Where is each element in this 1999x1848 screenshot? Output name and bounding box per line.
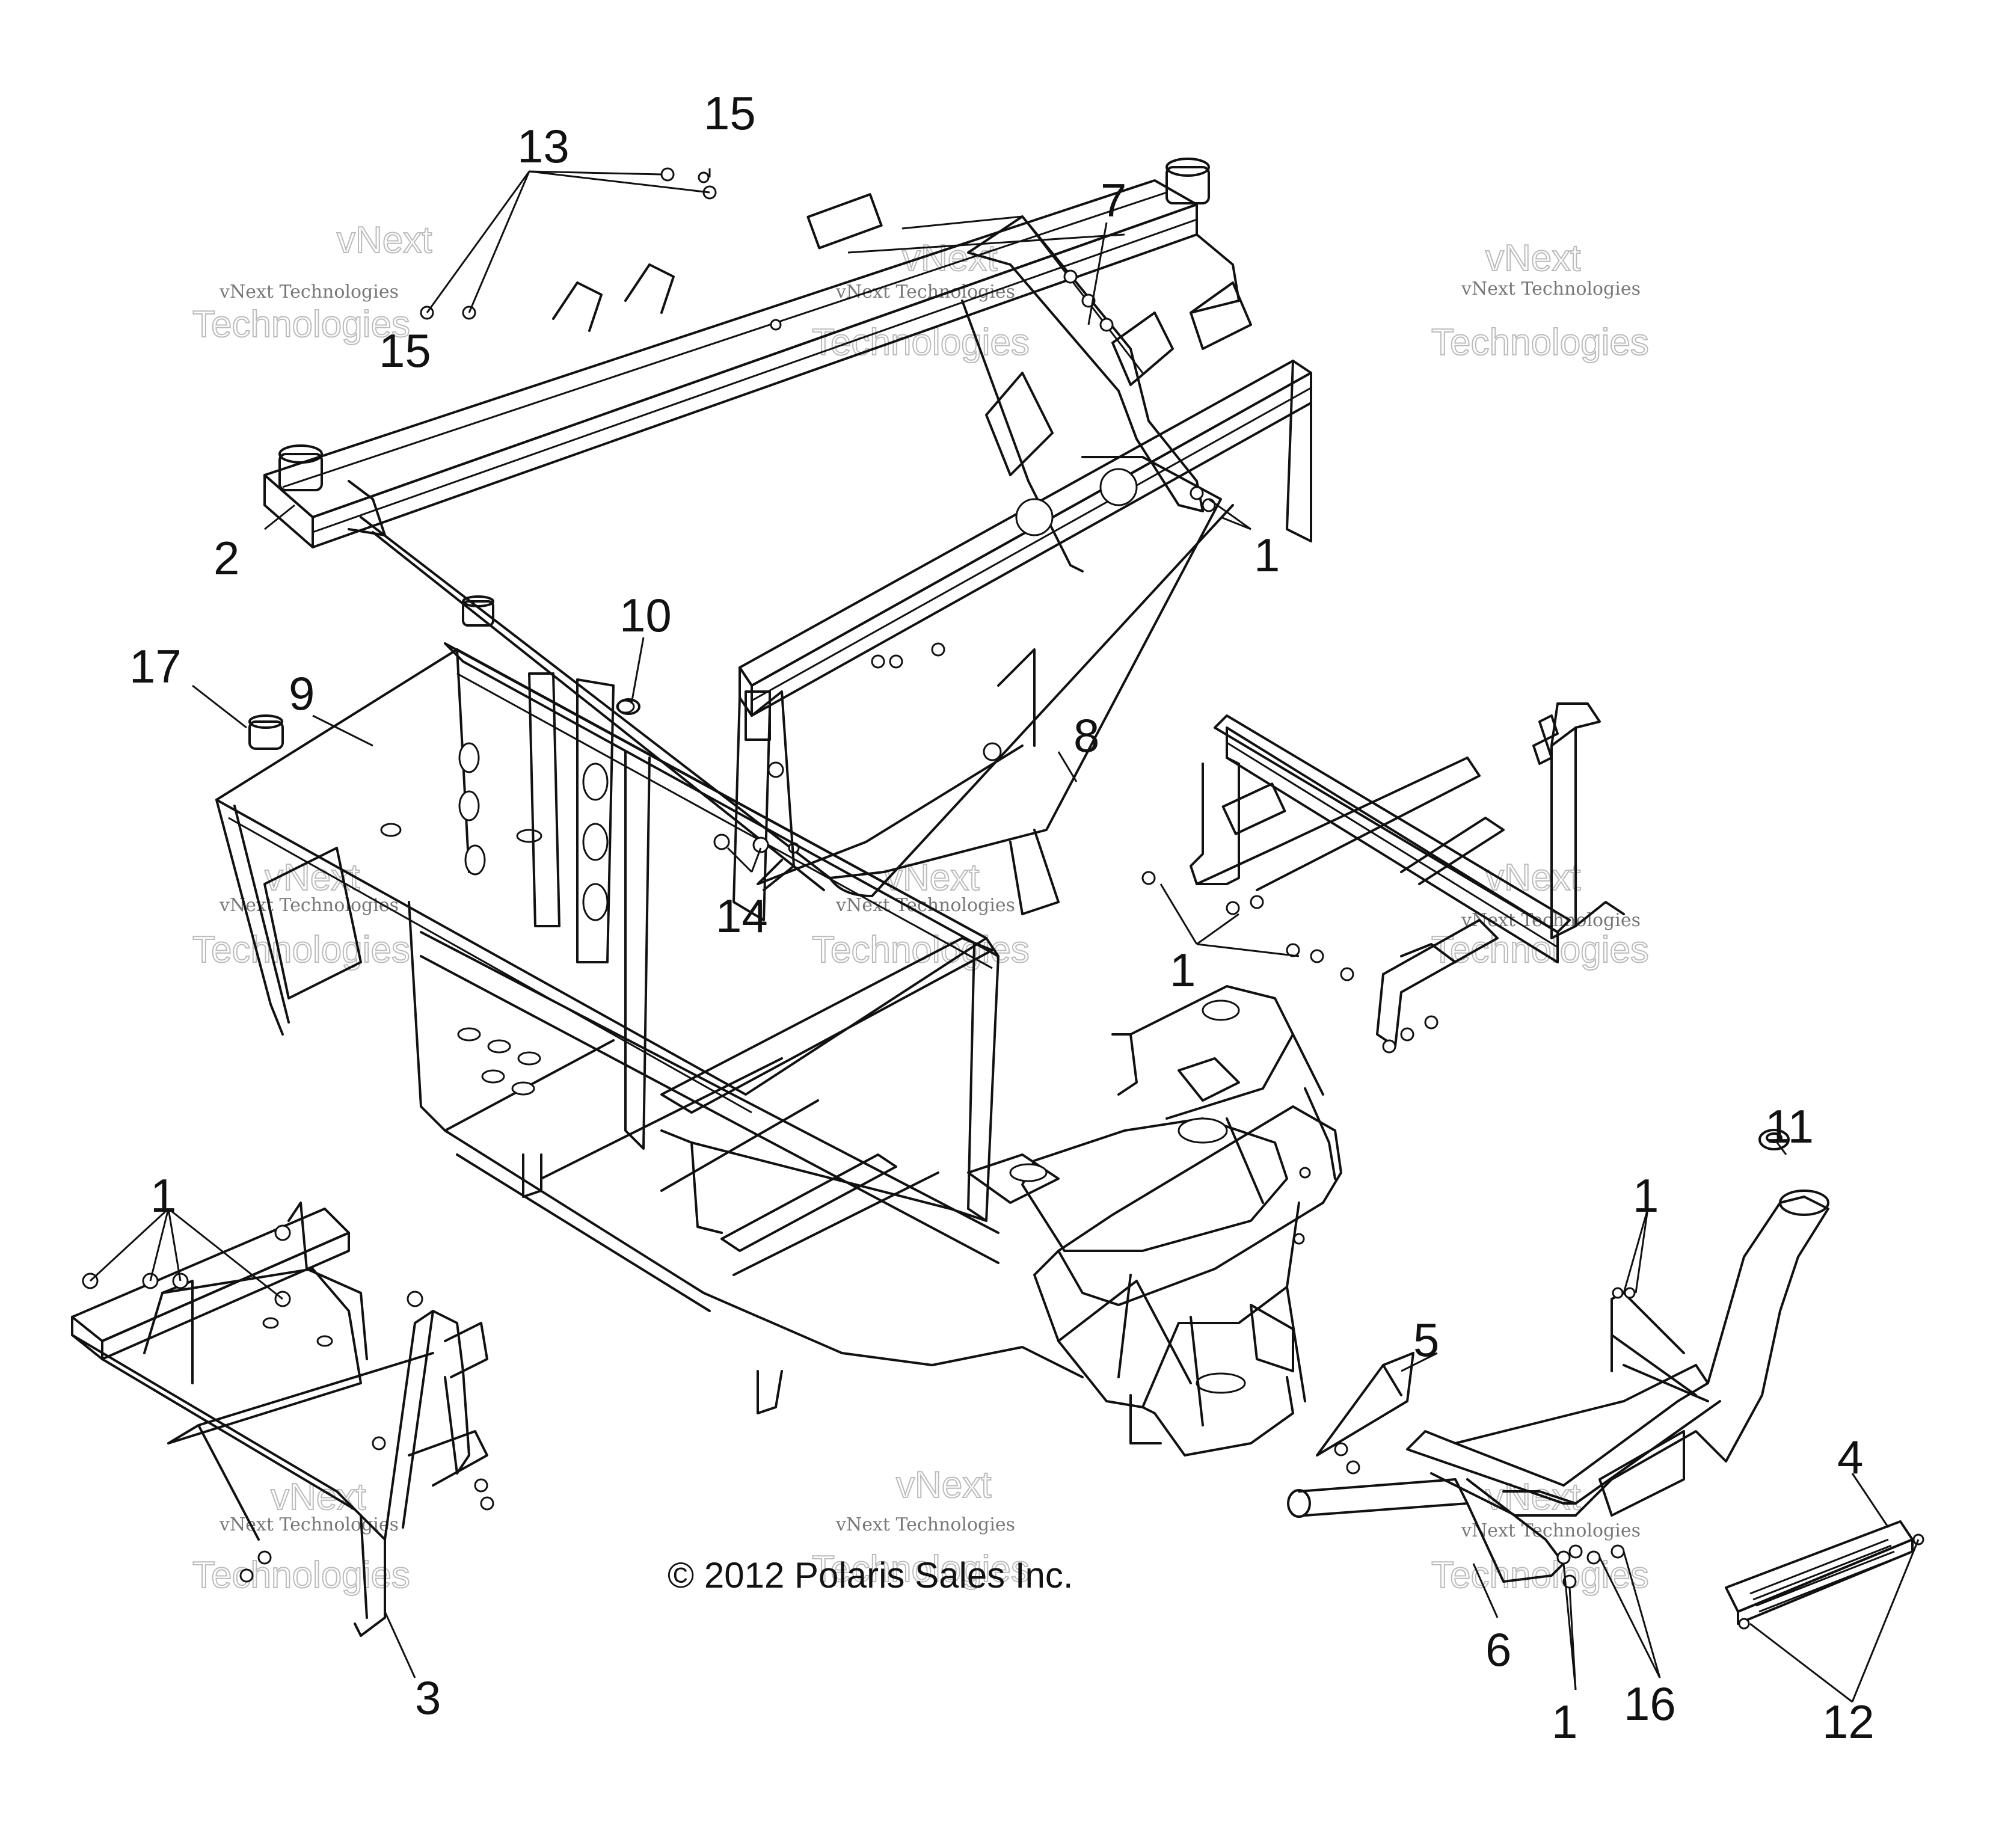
watermark-4: vNext Technologies vNext Technologies xyxy=(192,856,411,971)
callout-1: 1 xyxy=(150,1169,176,1222)
part-2-cargo-bed-frame xyxy=(263,158,1240,897)
callout-13: 13 xyxy=(517,120,570,173)
callout-1: 1 xyxy=(1170,944,1196,996)
callout-11: 11 xyxy=(1765,1100,1814,1153)
copyright-text: © 2012 Polaris Sales Inc. xyxy=(668,1555,1073,1595)
callout-16: 16 xyxy=(1624,1677,1676,1730)
callout-14: 14 xyxy=(716,889,768,942)
watermark-1: vNext Technologies vNext Technologies xyxy=(192,219,432,346)
watermark-3: vNext Technologies vNext Technologies xyxy=(1431,237,1650,364)
callout-10: 10 xyxy=(619,589,672,642)
svg-text:vNext Technologies: vNext Technologies xyxy=(1461,1520,1641,1541)
svg-text:vNext Technologies: vNext Technologies xyxy=(219,895,399,916)
svg-text:vNext: vNext xyxy=(265,857,360,898)
part-11-grommet xyxy=(1758,1129,1790,1150)
svg-text:vNext: vNext xyxy=(896,1464,991,1506)
callout-1: 1 xyxy=(1552,1695,1577,1748)
watermark-8: vNext Technologies vNext Technologies xyxy=(811,1464,1030,1591)
svg-text:Technologies: Technologies xyxy=(1431,322,1649,363)
callout-1: 1 xyxy=(1254,529,1280,582)
svg-text:vNext: vNext xyxy=(1485,857,1580,898)
part-6-front-bumper xyxy=(1287,1190,1829,1589)
part-17-cap xyxy=(248,714,284,750)
watermark-7: vNext Technologies vNext Technologies xyxy=(192,1476,411,1597)
svg-text:Technologies: Technologies xyxy=(1431,1555,1649,1596)
part-9-main-frame xyxy=(215,595,1342,1457)
part-10-plug xyxy=(616,698,640,715)
callouts: 15 13 15 7 2 1 10 17 9 8 14 1 11 1 1 5 4… xyxy=(129,87,1875,1748)
svg-text:vNext Technologies: vNext Technologies xyxy=(835,1514,1015,1535)
callout-12: 12 xyxy=(1822,1695,1875,1748)
svg-text:Technologies: Technologies xyxy=(812,1549,1030,1590)
callout-9: 9 xyxy=(289,667,315,720)
svg-text:vNext Technologies: vNext Technologies xyxy=(219,281,399,302)
svg-text:vNext: vNext xyxy=(1485,238,1580,279)
part-5-skid-plate xyxy=(1316,1352,1414,1475)
callout-15: 15 xyxy=(704,87,756,140)
svg-text:vNext: vNext xyxy=(337,219,432,261)
part-8-side-rail xyxy=(1141,702,1625,1054)
part-7-rear-frame xyxy=(732,215,1312,921)
svg-text:vNext Technologies: vNext Technologies xyxy=(1461,278,1641,299)
callout-6: 6 xyxy=(1485,1623,1511,1676)
svg-text:vNext: vNext xyxy=(884,857,979,898)
callout-17: 17 xyxy=(129,640,182,693)
callout-3: 3 xyxy=(415,1671,441,1724)
callout-4: 4 xyxy=(1837,1431,1863,1484)
part-4-grille xyxy=(1725,1520,1924,1630)
svg-text:Technologies: Technologies xyxy=(192,929,410,971)
leader-lines xyxy=(89,168,1920,1703)
watermark-5: vNext Technologies vNext Technologies xyxy=(811,856,1030,971)
svg-text:Technologies: Technologies xyxy=(192,304,410,345)
callout-15: 15 xyxy=(379,324,431,377)
callout-8: 8 xyxy=(1073,709,1099,762)
callout-5: 5 xyxy=(1413,1313,1439,1366)
callout-7: 7 xyxy=(1101,174,1126,227)
callout-1: 1 xyxy=(1633,1169,1659,1222)
callout-2: 2 xyxy=(213,532,239,585)
svg-text:Technologies: Technologies xyxy=(192,1555,410,1596)
svg-text:vNext: vNext xyxy=(271,1476,366,1518)
